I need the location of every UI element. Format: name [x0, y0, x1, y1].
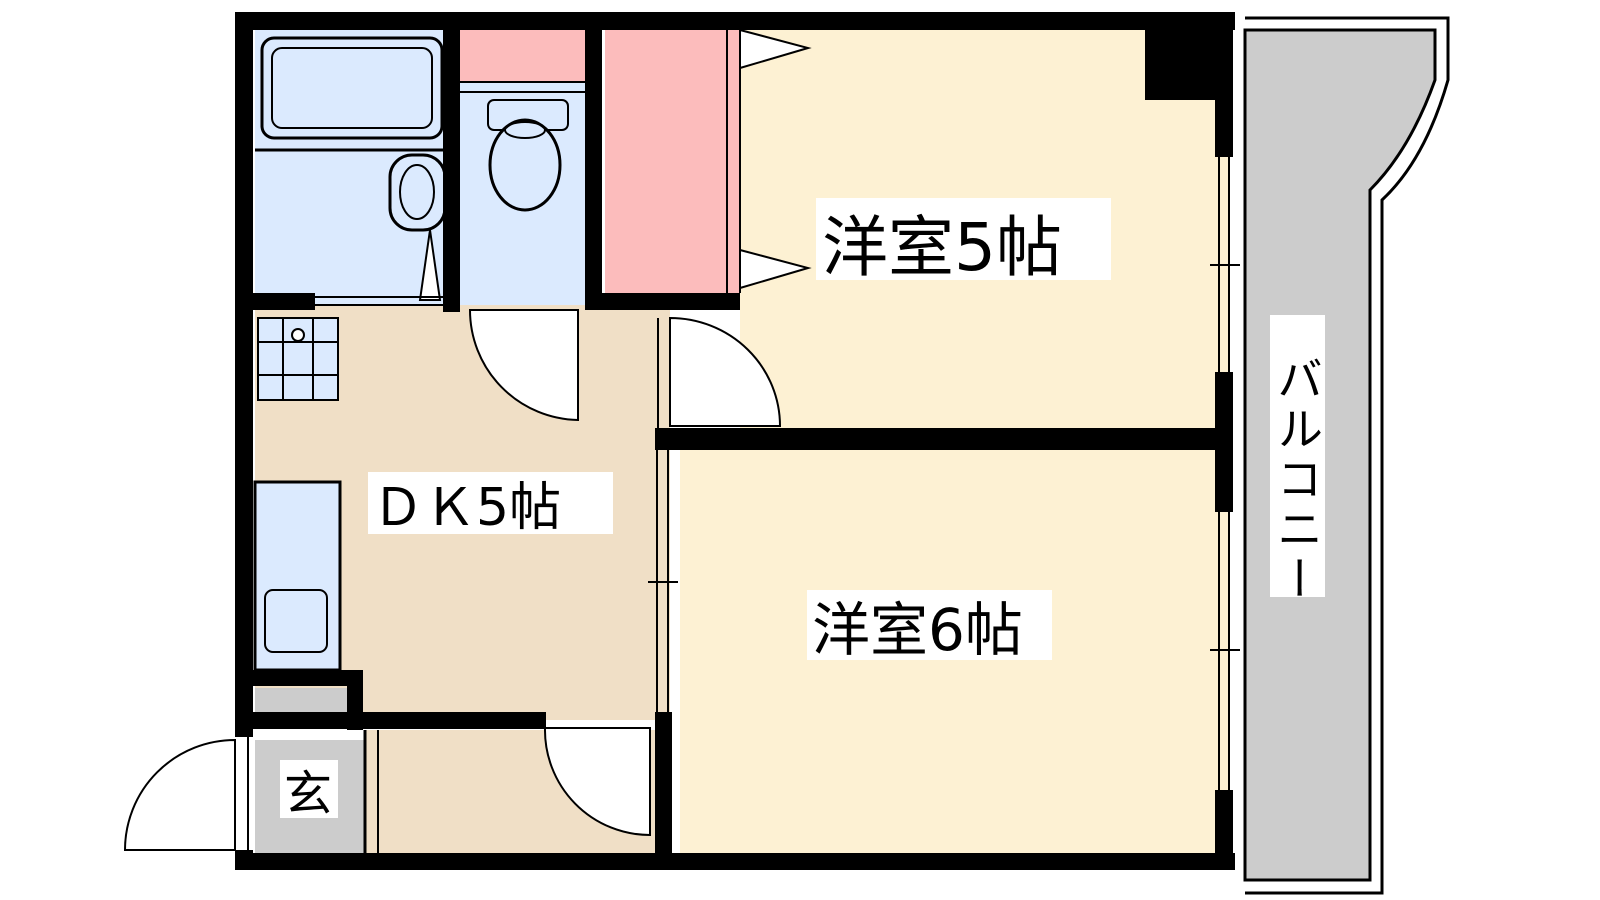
window-western-6	[1210, 512, 1240, 790]
label-bg-dk	[368, 472, 613, 534]
wall-closet-bottom	[585, 293, 740, 310]
bathtub	[260, 36, 444, 140]
outer-wall-bottom	[235, 853, 1235, 870]
toilet-bowl	[488, 118, 562, 212]
label-balcony: バルコニー	[1270, 355, 1324, 605]
toilet-shelf	[460, 30, 595, 82]
balcony-floor	[1243, 28, 1437, 882]
wall-between-western	[655, 428, 1233, 450]
wall-dk-western6-bottom	[655, 712, 672, 870]
outer-wall-top	[235, 12, 1235, 30]
door-western-5	[669, 316, 782, 427]
wall-shoebox-side	[347, 670, 363, 730]
closet-floor	[605, 30, 740, 300]
balcony-rail	[1245, 16, 1450, 895]
label-bg-entrance	[280, 760, 338, 818]
wall-bath-toilet	[443, 12, 460, 312]
column	[1145, 12, 1233, 100]
wall-dk-bottom	[235, 712, 545, 729]
label-entrance: 玄	[284, 766, 332, 822]
label-dk: ＤＫ5帖	[372, 478, 561, 538]
wall-shoebox-top	[235, 670, 363, 686]
label-western-5: 洋室5帖	[822, 209, 1062, 286]
outer-wall-right-low	[1215, 790, 1233, 870]
toilet-seat	[504, 121, 546, 139]
label-bg-balcony	[1270, 315, 1325, 597]
door-toilet	[468, 309, 579, 422]
door-hall	[543, 727, 651, 837]
wall-toilet-closet	[585, 12, 602, 307]
closet-door-top	[739, 28, 812, 70]
window-western-5	[1210, 157, 1240, 372]
outer-wall-left	[235, 12, 253, 737]
washer-drain	[291, 328, 305, 342]
label-bg-western-5	[816, 198, 1111, 280]
label-western-6: 洋室6帖	[812, 596, 1023, 664]
bathtub-inner	[271, 47, 433, 129]
wall-bath-bottom	[235, 293, 315, 310]
kitchen-sink	[264, 589, 328, 653]
bath-door	[418, 229, 442, 301]
closet-door-bottom	[739, 248, 812, 290]
label-bg-western-6	[807, 590, 1052, 660]
door-entrance	[123, 738, 236, 851]
washbasin-bowl	[399, 164, 435, 220]
